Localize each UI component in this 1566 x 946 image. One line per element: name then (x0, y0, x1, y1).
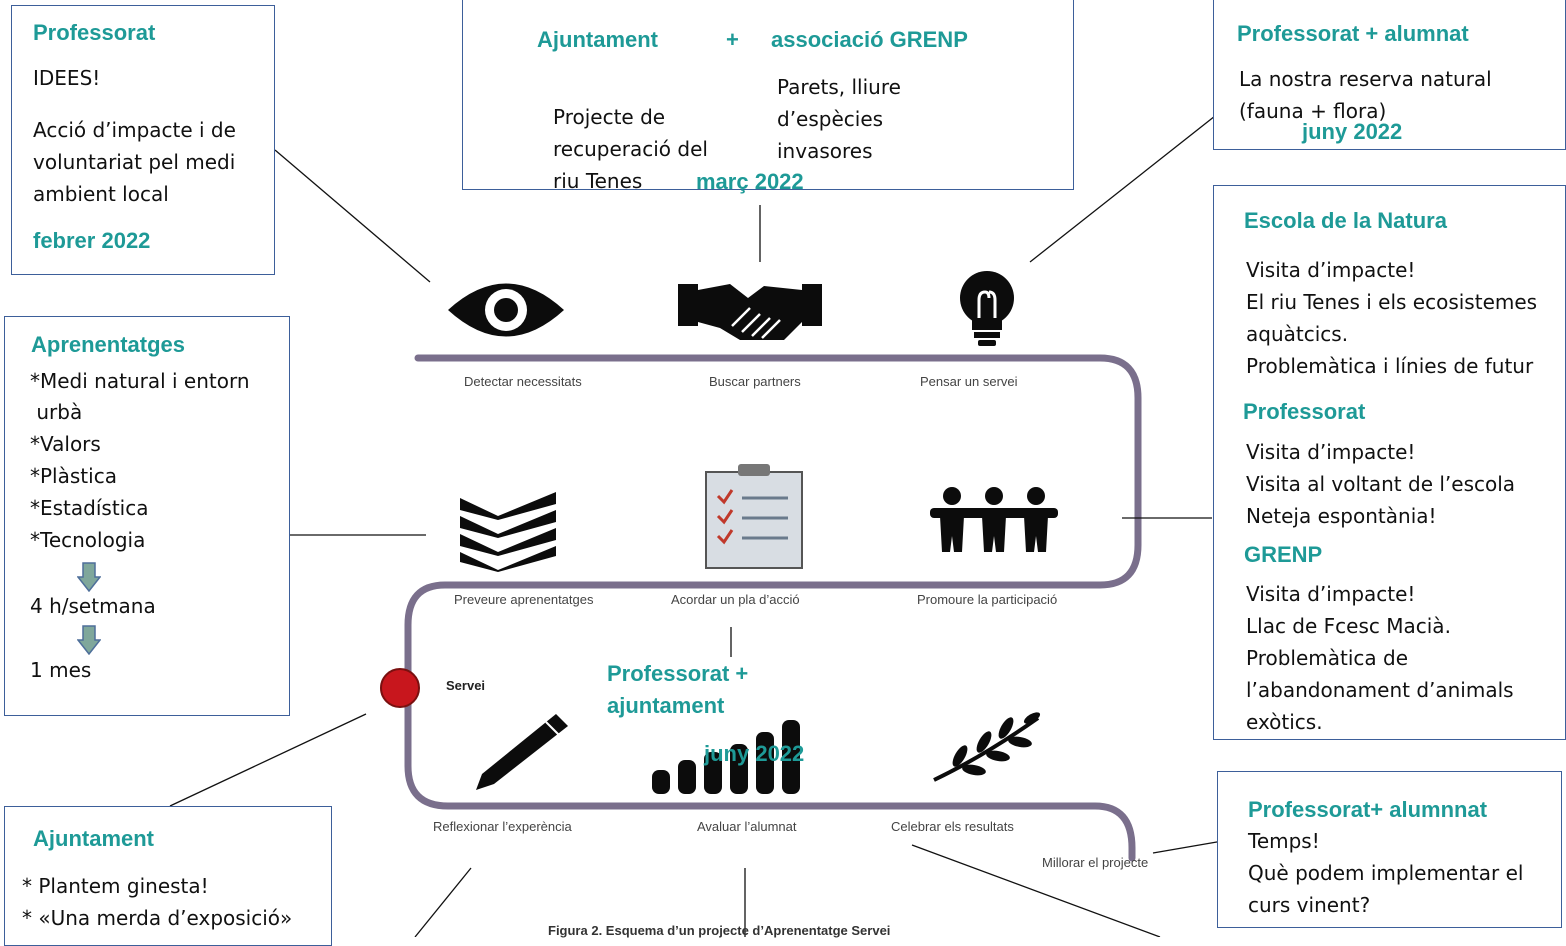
box1-line: voluntariat pel medi (33, 150, 236, 174)
box-professorat-alumnnat-millora (1217, 771, 1562, 928)
box2-left-line: recuperació del (553, 137, 708, 161)
servei-label: Servei (446, 678, 486, 693)
box4-line: *Medi natural i entorn (30, 369, 250, 393)
box2-header-grenp: associació GRENP (771, 27, 968, 52)
box7-header: Professorat+ alumnnat (1248, 797, 1488, 822)
box5-header-grenp: GRENP (1244, 542, 1323, 567)
connector-reflect (414, 867, 472, 937)
box2-plus: + (726, 27, 739, 52)
box1-header: Professorat (33, 20, 156, 45)
box5-line: Problemàtica i línies de futur (1246, 354, 1534, 378)
box6-header: Ajuntament (33, 826, 154, 851)
box2-left-line: Projecte de (553, 105, 666, 129)
box5-line: El riu Tenes i els ecosistemes (1246, 290, 1538, 314)
box4-line: urbà (30, 400, 83, 424)
step-label-evaluate: Avaluar l’alumnat (697, 819, 797, 834)
connector-lines (169, 115, 1241, 937)
box5-line: Visita d’impacte! (1246, 258, 1416, 282)
box5-line: exòtics. (1246, 710, 1323, 734)
center-date: juny 2022 (704, 741, 805, 766)
box1-date: febrer 2022 (33, 228, 151, 253)
box4-line: *Estadística (30, 496, 149, 520)
box-professorat-ideas (11, 5, 275, 275)
box2-right-line: d’espècies (777, 107, 884, 131)
box4-header: Aprenentatges (31, 332, 186, 357)
step-label-celebrate: Celebrar els resultats (891, 819, 1014, 834)
box2-right-line: invasores (777, 139, 873, 163)
step-label-detect: Detectar necessitats (464, 374, 582, 389)
box2-date: març 2022 (696, 169, 804, 194)
step-label-reflect: Reflexionar l’experència (433, 819, 572, 834)
connector-celebrate (911, 844, 1161, 937)
step-label-foresee: Preveure aprenentatges (454, 592, 594, 607)
box5-line: Neteja espontània! (1246, 504, 1437, 528)
box6-line: * Plantem ginesta! (22, 874, 209, 898)
connector-box6 (169, 713, 367, 807)
connector-box1 (274, 149, 431, 283)
box3-line: La nostra reserva natural (1239, 67, 1492, 91)
box4-line: *Plàstica (30, 464, 117, 488)
lightbulb-icon (960, 271, 1014, 346)
people-group-icon (930, 487, 1058, 552)
books-icon (460, 487, 556, 572)
box7-line: Què podem implementar el (1248, 861, 1524, 885)
box-ajuntament-servei (4, 806, 332, 946)
box7-line: Temps! (1248, 829, 1320, 853)
clipboard-checklist-icon (705, 464, 803, 569)
bar-chart-icon (652, 720, 800, 794)
step-label-think-service: Pensar un servei (920, 374, 1018, 389)
connector-box3 (1029, 115, 1216, 263)
box6-line: * «Una merda d’exposició» (22, 906, 293, 930)
box5-line: Problemàtica de (1246, 646, 1409, 670)
box5-line: aquàtcics. (1246, 322, 1349, 346)
center-header-ajuntament: ajuntament (607, 693, 725, 718)
box2-header-ajuntament: Ajuntament (537, 27, 658, 52)
eye-icon (448, 283, 564, 337)
pen-icon (476, 714, 568, 790)
box2-right-line: Parets, lliure (777, 75, 901, 99)
box3-date: juny 2022 (1302, 119, 1403, 144)
step-label-partners: Buscar partners (709, 374, 801, 389)
box5-line: Visita d’impacte! (1246, 440, 1416, 464)
box1-line: ambient local (33, 182, 169, 206)
box4-line: *Tecnologia (30, 528, 146, 552)
down-arrow-icon (77, 562, 101, 592)
box1-line: IDEES! (33, 66, 101, 90)
box-professorat-alumnat (1213, 0, 1566, 150)
box-aprenentatges (4, 316, 290, 716)
handshake-icon (678, 284, 822, 340)
laurel-branch-icon (933, 712, 1041, 782)
box5-line: Visita d’impacte! (1246, 582, 1416, 606)
down-arrow-icon (77, 625, 101, 655)
box7-line: curs vinent? (1248, 893, 1371, 917)
box1-line: Acció d’impacte i de (33, 118, 236, 142)
box5-line: Llac de Fcesc Macià. (1246, 614, 1451, 638)
box5-header-professorat: Professorat (1243, 399, 1366, 424)
step-label-improve: Millorar el projecte (1042, 855, 1149, 870)
box-visites-impacte (1213, 185, 1566, 740)
box5-line: Visita al voltant de l’escola (1246, 472, 1516, 496)
box2-left-line: riu Tenes (553, 169, 643, 193)
box5-line: l’abandonament d’animals (1246, 678, 1514, 702)
box3-header: Professorat + alumnat (1237, 21, 1469, 46)
step-label-plan: Acordar un pla d’acció (671, 592, 800, 607)
box4-duration: 1 mes (30, 658, 92, 682)
box4-line: *Valors (30, 432, 101, 456)
step-label-participation: Promoure la participació (917, 592, 1058, 607)
process-path (404, 354, 1142, 862)
box-ajuntament-grenp (462, 0, 1074, 190)
box3-line: (fauna + flora) (1239, 99, 1387, 123)
box5-header-escola: Escola de la Natura (1244, 208, 1447, 233)
figure-caption: Figura 2. Esquema d’un projecte d’Aprene… (548, 923, 891, 938)
servei-dot (380, 668, 420, 708)
box4-hours: 4 h/setmana (30, 594, 156, 618)
center-header-professorat: Professorat + (607, 661, 749, 686)
